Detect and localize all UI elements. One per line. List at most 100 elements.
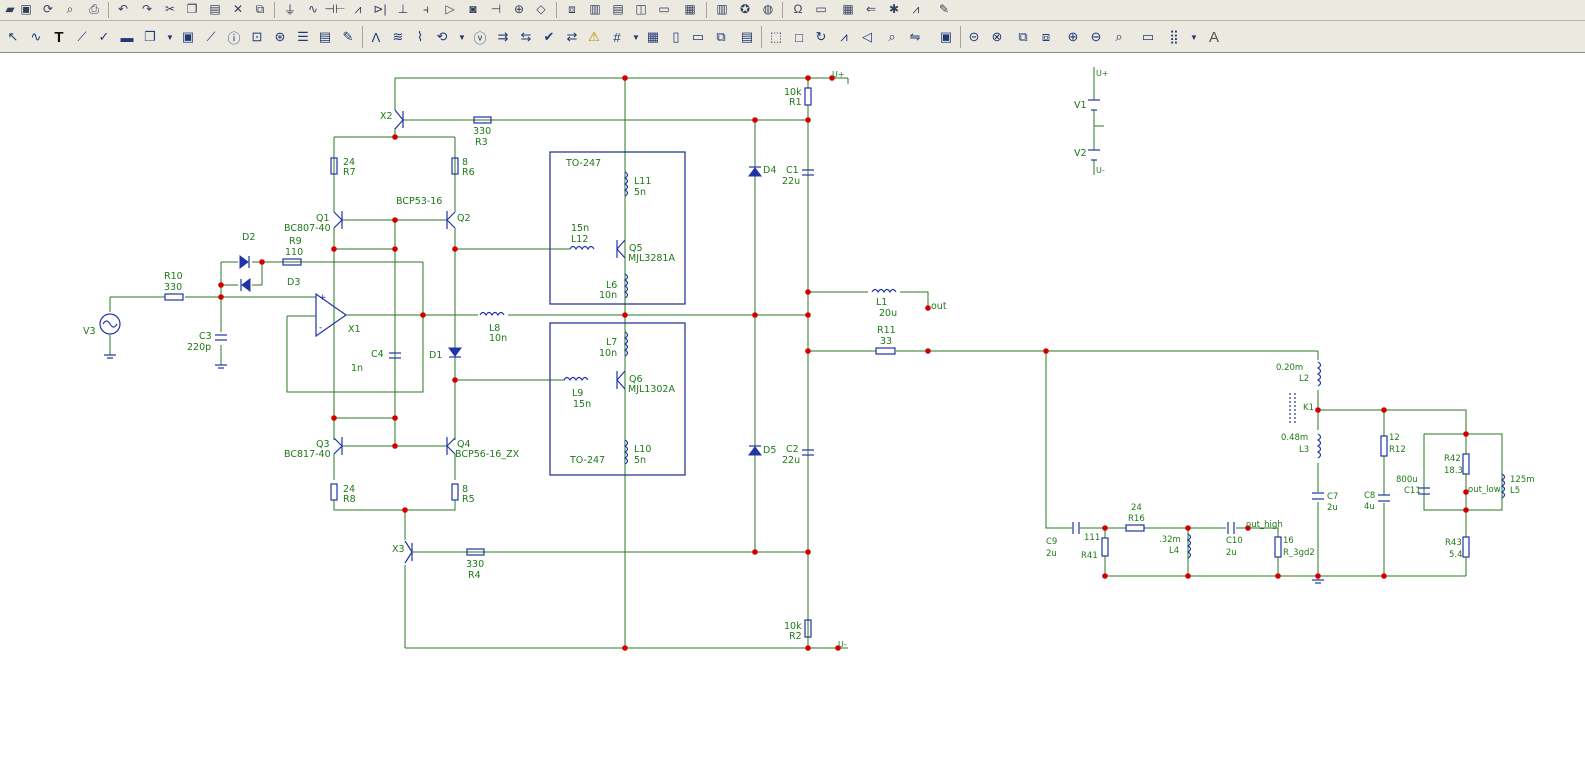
print-icon[interactable]: ⎙ <box>89 1 99 16</box>
probe-icon[interactable]: ⊕ <box>513 2 525 16</box>
rotate-cw-icon[interactable]: ↻ <box>815 29 827 44</box>
diode-d2[interactable] <box>239 255 250 269</box>
mirror-icon[interactable]: ⩘ <box>840 29 848 44</box>
bus-icon[interactable]: ▬ <box>120 29 134 45</box>
paste-icon[interactable]: ▤ <box>209 2 221 16</box>
capacitor-c7[interactable] <box>1312 492 1324 500</box>
window-grid-icon[interactable]: ⧉ <box>716 29 726 44</box>
copy-icon[interactable]: ❐ <box>186 2 198 16</box>
transistor-q5[interactable] <box>616 239 626 259</box>
capacitor-c3[interactable] <box>215 334 227 341</box>
list-icon[interactable]: ▤ <box>318 29 332 44</box>
zoom-100-icon[interactable]: ⌕ <box>1115 29 1123 44</box>
component-icon[interactable]: ⧈ <box>568 1 576 16</box>
coil-icon[interactable]: ◙ <box>469 2 477 16</box>
resistor-r7[interactable] <box>330 157 338 175</box>
resistor-r4[interactable] <box>466 548 485 556</box>
inductor-l4[interactable] <box>1186 533 1192 559</box>
analysis-icon[interactable]: Ω <box>793 2 803 16</box>
arrows-icon[interactable]: ⇉ <box>497 29 509 44</box>
battery-v2[interactable] <box>1088 149 1100 161</box>
info-box-icon[interactable]: ⊡ <box>251 29 263 44</box>
transistor-icon[interactable]: ⊥ <box>397 2 409 16</box>
capacitor-c10[interactable] <box>1227 522 1235 534</box>
window-split-icon[interactable]: ▤ <box>612 2 624 16</box>
meter-icon[interactable]: ◇ <box>536 2 546 16</box>
battery-v1[interactable] <box>1088 99 1100 111</box>
graph-icon[interactable]: ⩘ <box>912 1 920 16</box>
book-icon[interactable]: ▥ <box>716 2 728 16</box>
document-icon[interactable]: ▭ <box>691 29 705 44</box>
inductor-l1[interactable] <box>871 288 897 294</box>
capacitor-c9[interactable] <box>1072 522 1080 534</box>
transistor-q4[interactable] <box>446 437 456 455</box>
window-icon[interactable]: ▥ <box>589 2 601 16</box>
voltmeter-icon[interactable]: ⓥ <box>473 30 487 46</box>
inductor-l7[interactable] <box>623 331 629 357</box>
fit-page-icon[interactable]: ▭ <box>1141 29 1155 44</box>
inductor-l8[interactable] <box>479 311 505 317</box>
ungroup-icon[interactable]: ⧈ <box>1041 29 1051 44</box>
redo-icon[interactable]: ↷ <box>141 2 153 16</box>
schematic-canvas[interactable]: + - TO-247 TO-247 10k R1 10k R2 330 R3 3… <box>0 53 1585 769</box>
diode-d4[interactable] <box>748 166 762 177</box>
opamp-x1[interactable]: + - <box>315 292 348 338</box>
resistor-r8[interactable] <box>330 483 338 501</box>
dropdown-arrow-icon[interactable]: ▼ <box>1190 32 1198 42</box>
capacitor-c8[interactable] <box>1378 494 1390 502</box>
help-icon[interactable]: ✪ <box>739 2 751 16</box>
resistor-r43[interactable] <box>1462 536 1470 558</box>
zoom-in-icon[interactable]: ⊕ <box>1067 29 1079 44</box>
capacitor-c11[interactable] <box>1418 487 1430 495</box>
text-tool-icon[interactable]: T <box>54 28 64 46</box>
resistor-r3[interactable] <box>473 116 492 124</box>
font-tool-icon[interactable]: A <box>1208 28 1219 46</box>
calculator-icon[interactable]: ▦ <box>684 2 696 16</box>
inductor-l11[interactable] <box>623 171 629 197</box>
inductor-l12[interactable] <box>569 245 595 251</box>
settings-icon[interactable]: ✱ <box>888 2 900 16</box>
box-icon[interactable]: □ <box>795 29 803 45</box>
inductor-l9[interactable] <box>563 376 589 382</box>
stop-icon[interactable]: ⊝ <box>968 29 980 44</box>
wire-icon[interactable]: ∿ <box>307 2 319 16</box>
voltage-source-v3[interactable] <box>99 313 121 335</box>
diode-d1[interactable] <box>448 347 462 358</box>
ground-icon[interactable]: ⏚ <box>283 2 296 17</box>
capacitor-icon[interactable]: ⊣⊢ <box>324 2 346 16</box>
resistor-r12[interactable] <box>1380 435 1388 457</box>
transistor-q1[interactable] <box>333 211 343 229</box>
flip-icon[interactable]: ◁ <box>862 29 872 44</box>
resistor-icon[interactable]: ⩘ <box>354 1 362 16</box>
transistor-q6[interactable] <box>616 370 626 390</box>
line-tool-icon[interactable]: ⟋ <box>77 29 87 44</box>
capacitor-c1[interactable] <box>802 169 814 176</box>
copy-tool-icon[interactable]: ❐ <box>144 29 156 44</box>
select-box-icon[interactable]: ⬚ <box>769 29 783 44</box>
resistor-r41[interactable] <box>1101 537 1109 557</box>
dropdown-arrow-icon[interactable]: ▼ <box>166 32 174 42</box>
diode-d3[interactable] <box>240 278 251 292</box>
battery-icon[interactable]: ⊣ <box>490 2 502 16</box>
page-icon[interactable]: ▯ <box>672 29 680 44</box>
inductor-l2[interactable] <box>1316 361 1322 387</box>
refresh-icon[interactable]: ⟳ <box>42 2 54 16</box>
open-icon[interactable]: ▰ <box>5 2 15 16</box>
cancel-icon[interactable]: ⊗ <box>991 29 1003 44</box>
print-preview-icon[interactable]: ⌕ <box>66 1 74 16</box>
diode-icon[interactable]: ⊳| <box>373 2 387 16</box>
save-icon[interactable]: ▣ <box>20 2 32 16</box>
wave-icon[interactable]: ≋ <box>392 29 404 44</box>
resistor-r11[interactable] <box>875 347 896 355</box>
inductor-l3[interactable] <box>1316 433 1322 459</box>
resistor-r42[interactable] <box>1462 453 1470 475</box>
pointer-icon[interactable]: ↖ <box>7 29 19 44</box>
inductor-l10[interactable] <box>623 439 629 465</box>
cut-icon[interactable]: ✂ <box>164 2 176 16</box>
capacitor-c2[interactable] <box>802 449 814 456</box>
netlist-icon[interactable]: ☰ <box>297 29 309 44</box>
inductor-l6[interactable] <box>623 273 629 299</box>
exchange-icon[interactable]: ⇄ <box>566 29 578 44</box>
dropdown-arrow-icon[interactable]: ▼ <box>632 32 640 42</box>
undo-icon[interactable]: ↶ <box>117 2 129 16</box>
